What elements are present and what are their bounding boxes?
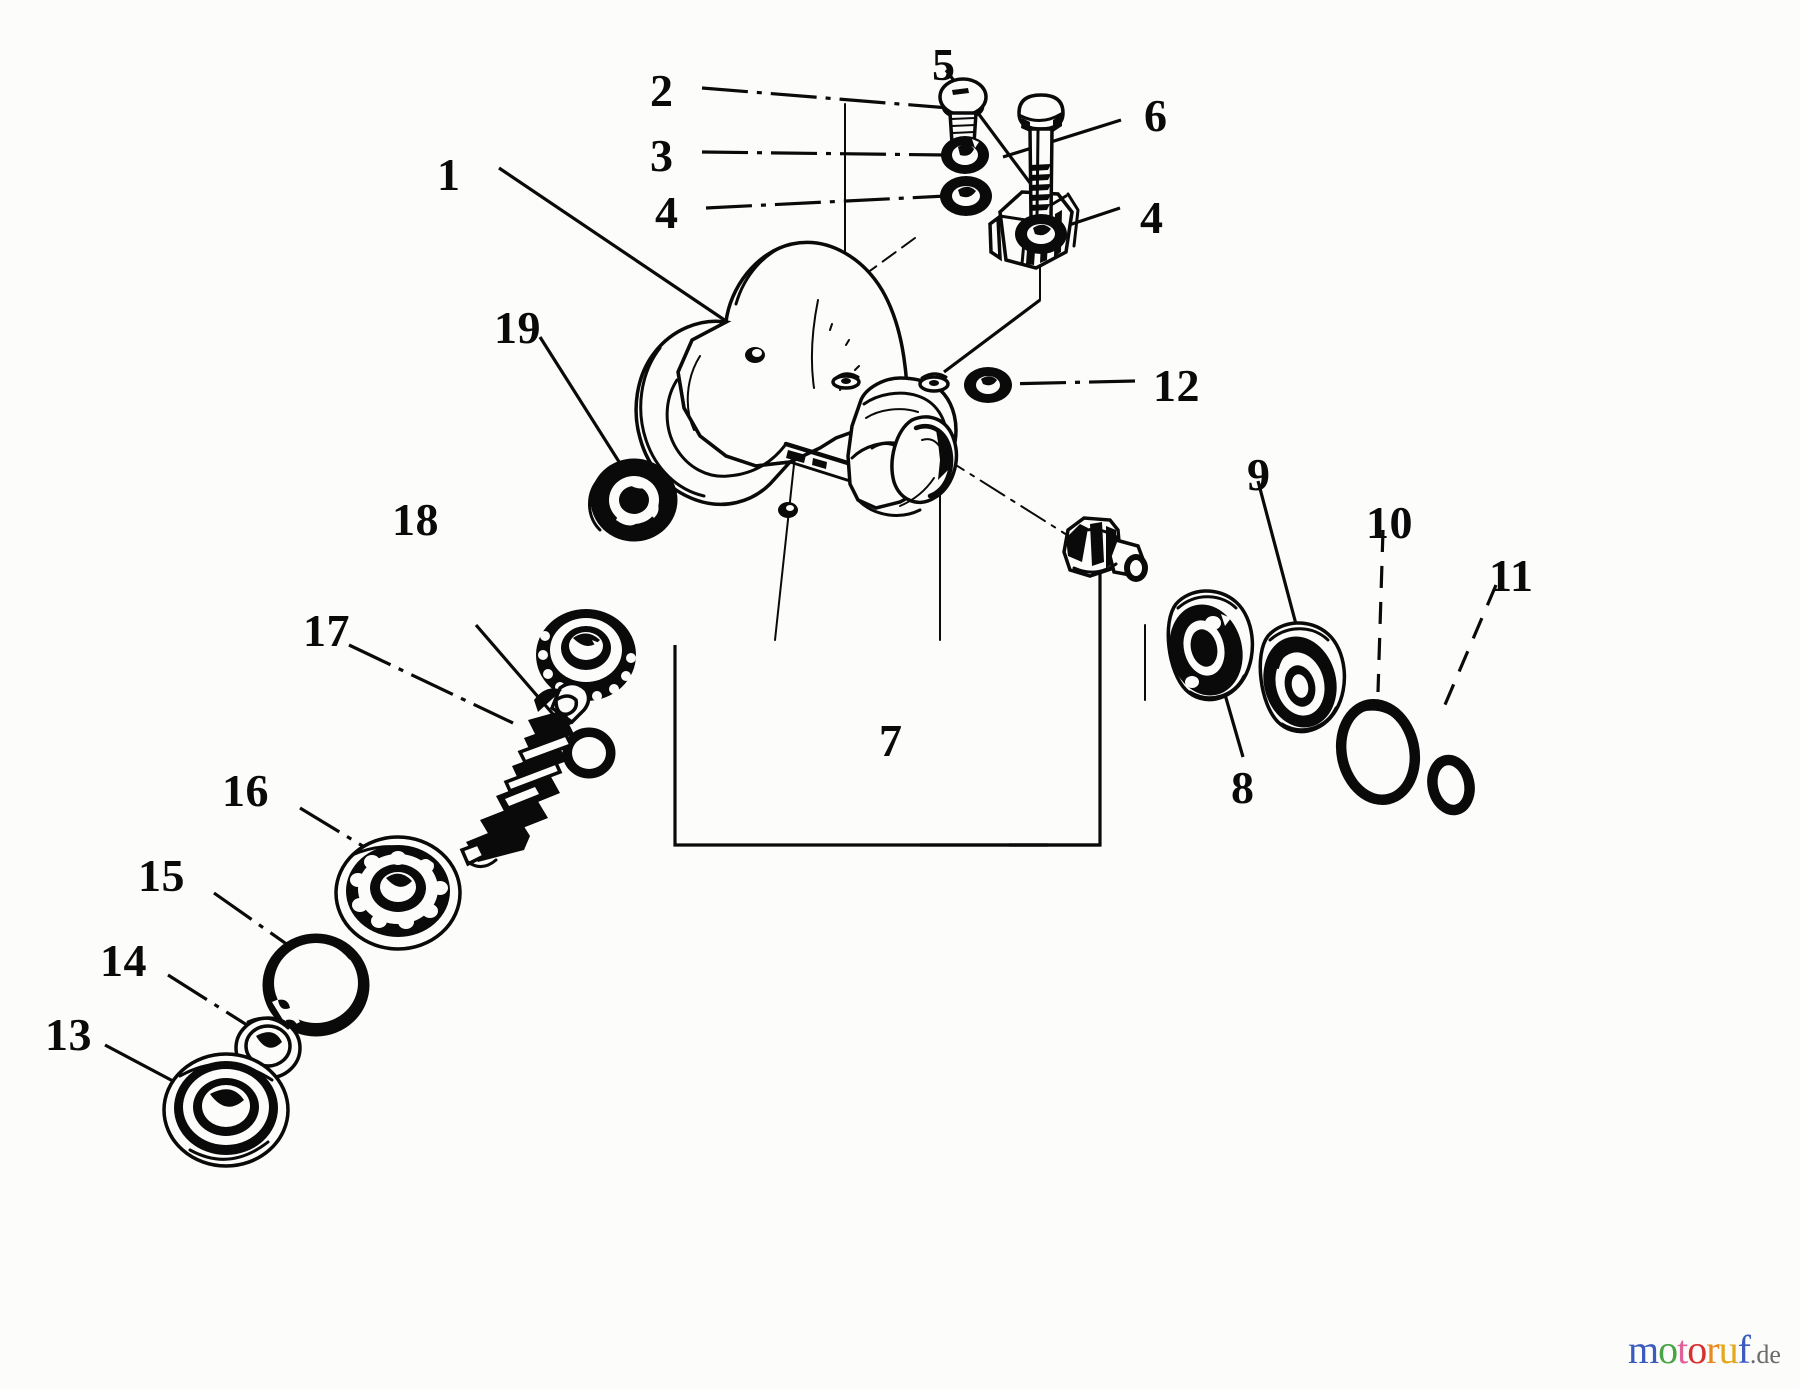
leader-3: [701, 150, 947, 157]
callout-13: 13: [45, 1009, 92, 1060]
leader-1: [498, 166, 727, 323]
callout-6: 6: [1144, 90, 1168, 141]
part-11-small-ring: [1427, 754, 1475, 816]
callout-16: 16: [222, 765, 269, 816]
callout-7: 7: [879, 715, 903, 766]
callout-9: 9: [1247, 449, 1271, 500]
leader-4a: [705, 194, 947, 210]
watermark-letter-u: u: [1718, 1327, 1739, 1372]
callout-11: 11: [1489, 550, 1534, 601]
watermark-letter-o1: o: [1658, 1327, 1678, 1372]
leader-12: [1002, 379, 1136, 386]
part-1-housing: [634, 240, 959, 518]
callout-4b: 4: [1140, 192, 1164, 243]
callout-5: 5: [932, 39, 956, 90]
part-17-shaft: [459, 681, 591, 868]
bracket-7-right: [1009, 560, 1102, 847]
leader-17: [348, 643, 514, 725]
part-10-ring: [1335, 698, 1421, 806]
watermark-letter-r: r: [1706, 1327, 1719, 1372]
leader-14: [167, 973, 259, 1034]
part-6-bolt: [1017, 93, 1065, 224]
callout-2: 2: [650, 65, 674, 116]
part-4a-washer: [940, 176, 992, 216]
part-19-seal: [588, 458, 678, 542]
part-15-snap-ring: [262, 933, 370, 1037]
part-12-washer: [964, 367, 1012, 403]
pointer-housing-left: [774, 454, 796, 641]
axle-centerline: [939, 454, 1076, 541]
part-hub: [1062, 516, 1148, 582]
watermark-letter-t: t: [1677, 1327, 1688, 1372]
callout-1: 1: [437, 149, 461, 200]
part-18-oring: [562, 727, 616, 779]
callout-18: 18: [392, 494, 439, 545]
part-splined-gear: [536, 609, 636, 701]
watermark-letter-f: f: [1737, 1327, 1751, 1372]
part-16-ball-bearing: [334, 835, 462, 951]
watermark-letter-m: m: [1628, 1327, 1659, 1372]
callout-15: 15: [138, 850, 185, 901]
part-8-bearing: [1166, 589, 1255, 702]
callout-14: 14: [100, 935, 147, 986]
part-9-bearing: [1258, 621, 1347, 734]
part-3-lock-washer: [941, 136, 989, 174]
leader-6: [1002, 118, 1122, 159]
watermark-suffix: .de: [1749, 1340, 1781, 1369]
watermark-motoruf: motoruf.de: [1628, 1330, 1781, 1370]
callout-8: 8: [1231, 762, 1255, 813]
leader-2: [701, 86, 950, 110]
leader-9: [1256, 480, 1299, 629]
callout-17: 17: [303, 605, 350, 656]
part-13-oil-seal: [162, 1052, 290, 1168]
callout-12: 12: [1153, 360, 1200, 411]
callout-19: 19: [494, 302, 541, 353]
bracket-7: [673, 645, 1048, 847]
callout-4a: 4: [655, 187, 679, 238]
watermark-letter-o2: o: [1687, 1327, 1707, 1372]
callout-3: 3: [650, 130, 674, 181]
part-4b-washer: [1015, 214, 1067, 254]
callout-10: 10: [1366, 497, 1413, 548]
leader-10: [1376, 529, 1385, 693]
leader-11: [1442, 584, 1498, 708]
bolt-axis-right: [943, 298, 1041, 374]
